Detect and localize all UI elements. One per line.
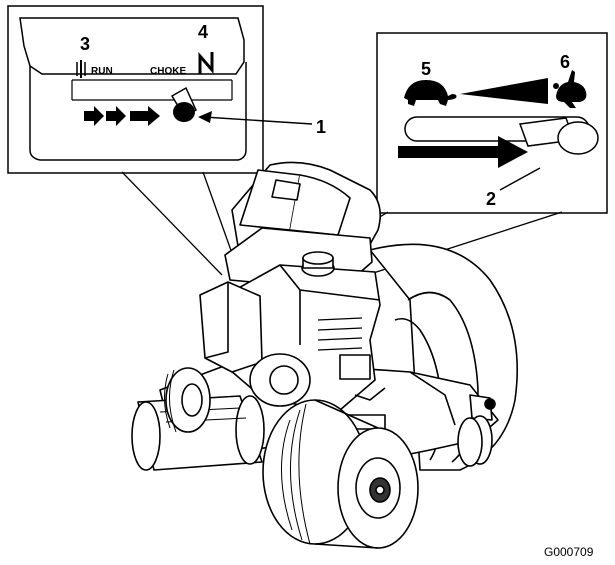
callout-2: 2: [486, 189, 496, 209]
left-inset: 3 4 RUN CHOKE: [8, 6, 263, 173]
callout-6: 6: [560, 52, 570, 72]
callout-1: 1: [316, 117, 326, 137]
left-inset-housing: [20, 18, 244, 74]
figure-id: G000709: [544, 545, 594, 559]
callout-4: 4: [198, 22, 208, 42]
run-label: RUN: [91, 66, 113, 77]
blower-machine: [132, 162, 517, 548]
callout-5: 5: [421, 59, 431, 79]
right-inset: 5 6: [377, 33, 607, 213]
choke-label: CHOKE: [150, 66, 186, 77]
callout-3: 3: [80, 34, 90, 54]
air-filter: [200, 282, 262, 372]
